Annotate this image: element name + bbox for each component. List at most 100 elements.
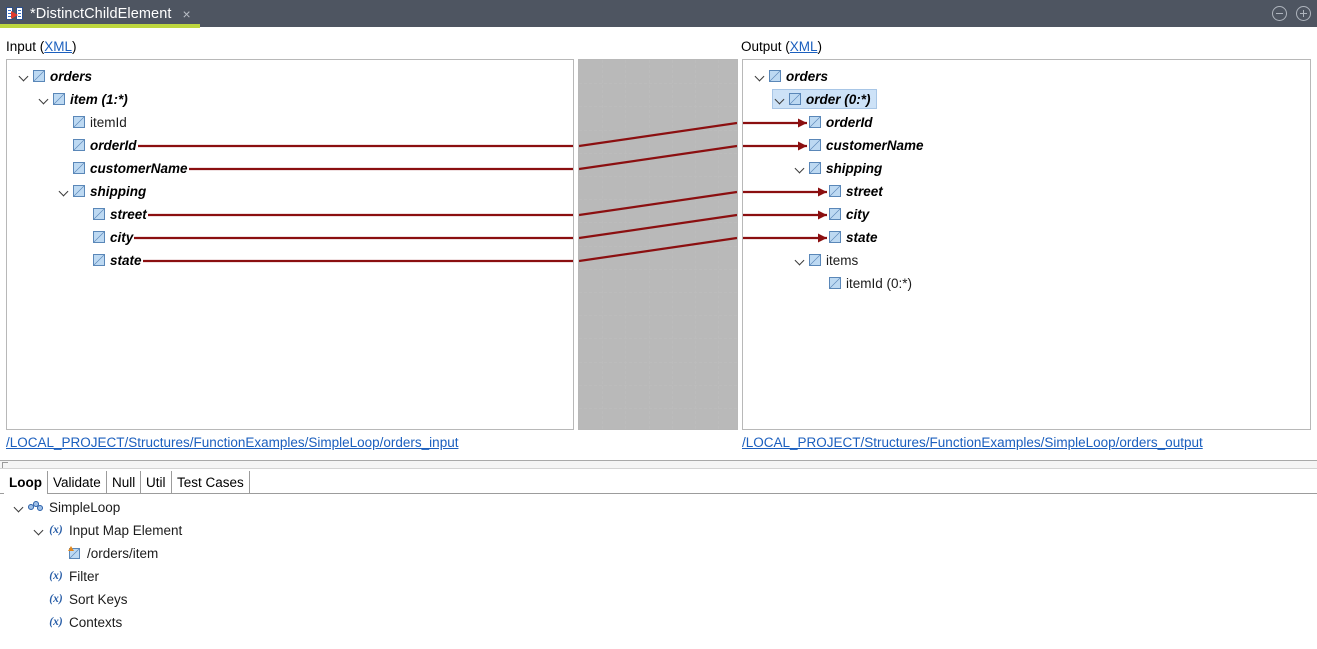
tree-node-order-0[interactable]: order (0:*) bbox=[772, 89, 877, 109]
maximize-icon[interactable] bbox=[1296, 6, 1311, 21]
fx-icon: (x) bbox=[49, 616, 63, 628]
chevron-down-icon[interactable] bbox=[753, 69, 767, 83]
grid-line-vertical bbox=[649, 60, 650, 429]
bottom-tab-null[interactable]: Null bbox=[107, 471, 142, 493]
input-structure-path[interactable]: /LOCAL_PROJECT/Structures/FunctionExampl… bbox=[6, 435, 459, 450]
grid-line-horizontal bbox=[579, 176, 737, 177]
grid-line-horizontal bbox=[579, 408, 737, 409]
chevron-down-icon[interactable] bbox=[32, 523, 46, 537]
loop-tree-node-contexts[interactable]: (x)Contexts bbox=[32, 611, 122, 633]
tree-node-label: itemId bbox=[90, 114, 127, 130]
chevron-down-icon[interactable] bbox=[793, 161, 807, 175]
bottom-tab-validate[interactable]: Validate bbox=[48, 471, 107, 493]
loop-tree-node-label: Sort Keys bbox=[69, 591, 128, 607]
xml-element-icon bbox=[73, 162, 85, 174]
grid-line-horizontal bbox=[579, 130, 737, 131]
bottom-tab-loop[interactable]: Loop bbox=[4, 471, 48, 493]
output-panel-label: Output (XML) bbox=[741, 39, 822, 54]
tree-node-label: orders bbox=[50, 68, 93, 84]
bottom-tab-label: Util bbox=[146, 474, 166, 490]
xml-element-icon bbox=[809, 162, 821, 174]
twisty-placeholder bbox=[813, 276, 827, 290]
loop-tree-node-filter[interactable]: (x)Filter bbox=[32, 565, 99, 587]
tree-node-state[interactable]: state bbox=[77, 250, 142, 270]
editor-tab-distinctchildelement[interactable]: *DistinctChildElement × bbox=[0, 0, 199, 27]
chevron-down-icon[interactable] bbox=[57, 184, 71, 198]
tree-node-items[interactable]: items bbox=[793, 250, 858, 270]
chevron-down-icon[interactable] bbox=[12, 500, 26, 514]
tree-node-street[interactable]: street bbox=[813, 181, 883, 201]
input-label-text: Input ( bbox=[6, 39, 45, 54]
grid-line-vertical bbox=[625, 60, 626, 429]
input-tree-panel[interactable]: orders item (1:*) itemId orderId customerNam… bbox=[6, 59, 574, 430]
tree-node-orders[interactable]: orders bbox=[753, 66, 828, 86]
output-structure-path[interactable]: /LOCAL_PROJECT/Structures/FunctionExampl… bbox=[742, 435, 1203, 450]
tree-node-street[interactable]: street bbox=[77, 204, 147, 224]
xml-element-icon bbox=[829, 231, 841, 243]
xml-element-icon bbox=[73, 185, 85, 197]
tree-node-label: street bbox=[846, 183, 883, 199]
twisty-placeholder bbox=[32, 569, 46, 583]
output-tree-panel[interactable]: orders order (0:*) orderId customerName ship… bbox=[742, 59, 1311, 430]
chevron-down-icon[interactable] bbox=[773, 92, 787, 106]
bottom-tab-label: Test Cases bbox=[177, 474, 244, 490]
chevron-down-icon[interactable] bbox=[17, 69, 31, 83]
xml-element-icon bbox=[33, 70, 45, 82]
grid-line-vertical bbox=[718, 60, 719, 429]
input-xml-link[interactable]: XML bbox=[44, 39, 73, 54]
xml-element-icon bbox=[829, 208, 841, 220]
tree-node-label: customerName bbox=[90, 160, 188, 176]
fx-icon: (x) bbox=[49, 593, 63, 605]
xml-element-icon bbox=[829, 277, 841, 289]
grid-line-horizontal bbox=[579, 246, 737, 247]
minimize-icon[interactable] bbox=[1272, 6, 1287, 21]
panel-splitter[interactable] bbox=[0, 460, 1317, 469]
twisty-placeholder bbox=[813, 207, 827, 221]
grid-line-vertical bbox=[695, 60, 696, 429]
tree-node-label: state bbox=[846, 229, 878, 245]
twisty-placeholder bbox=[32, 615, 46, 629]
tree-node-orders[interactable]: orders bbox=[17, 66, 92, 86]
input-label-suffix: ) bbox=[72, 39, 77, 54]
xml-element-icon bbox=[809, 116, 821, 128]
chevron-down-icon[interactable] bbox=[793, 253, 807, 267]
tree-node-label: city bbox=[846, 206, 870, 222]
element-reference-icon bbox=[68, 546, 82, 560]
tree-node-itemid-0[interactable]: itemId (0:*) bbox=[813, 273, 912, 293]
bottom-tab-test-cases[interactable]: Test Cases bbox=[172, 471, 250, 493]
bottom-tab-util[interactable]: Util bbox=[141, 471, 172, 493]
xml-element-icon bbox=[53, 93, 65, 105]
bottom-tab-label: Loop bbox=[9, 474, 42, 490]
grid-line-horizontal bbox=[579, 292, 737, 293]
twisty-placeholder bbox=[52, 546, 66, 560]
tree-node-shipping[interactable]: shipping bbox=[793, 158, 882, 178]
close-icon[interactable]: × bbox=[182, 5, 191, 22]
tree-node-label: customerName bbox=[826, 137, 924, 153]
tree-node-shipping[interactable]: shipping bbox=[57, 181, 146, 201]
loop-tree-node-input-map-element[interactable]: (x)Input Map Element bbox=[32, 519, 182, 541]
tree-node-label: city bbox=[110, 229, 134, 245]
loop-tree-node-label: SimpleLoop bbox=[49, 499, 121, 515]
chevron-down-icon[interactable] bbox=[37, 92, 51, 106]
tree-node-itemid[interactable]: itemId bbox=[57, 112, 127, 132]
xml-element-icon bbox=[789, 93, 801, 105]
output-xml-link[interactable]: XML bbox=[789, 39, 818, 54]
loop-tree-node-sort-keys[interactable]: (x) Sort Keys bbox=[32, 588, 128, 610]
mapping-canvas[interactable] bbox=[578, 59, 738, 430]
tree-node-customername[interactable]: customerName bbox=[793, 135, 924, 155]
tree-node-city[interactable]: city bbox=[813, 204, 869, 224]
tree-node-customername[interactable]: customerName bbox=[57, 158, 188, 178]
tree-node-label: order (0:*) bbox=[806, 91, 871, 107]
tree-node-item-1[interactable]: item (1:*) bbox=[37, 89, 128, 109]
loop-tree-node-simpleloop[interactable]: SimpleLoop bbox=[12, 496, 120, 518]
tree-node-orderid[interactable]: orderId bbox=[793, 112, 873, 132]
twisty-placeholder bbox=[77, 207, 91, 221]
tree-node-state[interactable]: state bbox=[813, 227, 878, 247]
tree-node-city[interactable]: city bbox=[77, 227, 133, 247]
grid-line-horizontal bbox=[579, 315, 737, 316]
output-label-suffix: ) bbox=[817, 39, 823, 54]
tree-node-orderid[interactable]: orderId bbox=[57, 135, 137, 155]
loop-tree-node-orders-item[interactable]: /orders/item bbox=[52, 542, 158, 564]
tree-node-label: orderId bbox=[90, 137, 137, 153]
